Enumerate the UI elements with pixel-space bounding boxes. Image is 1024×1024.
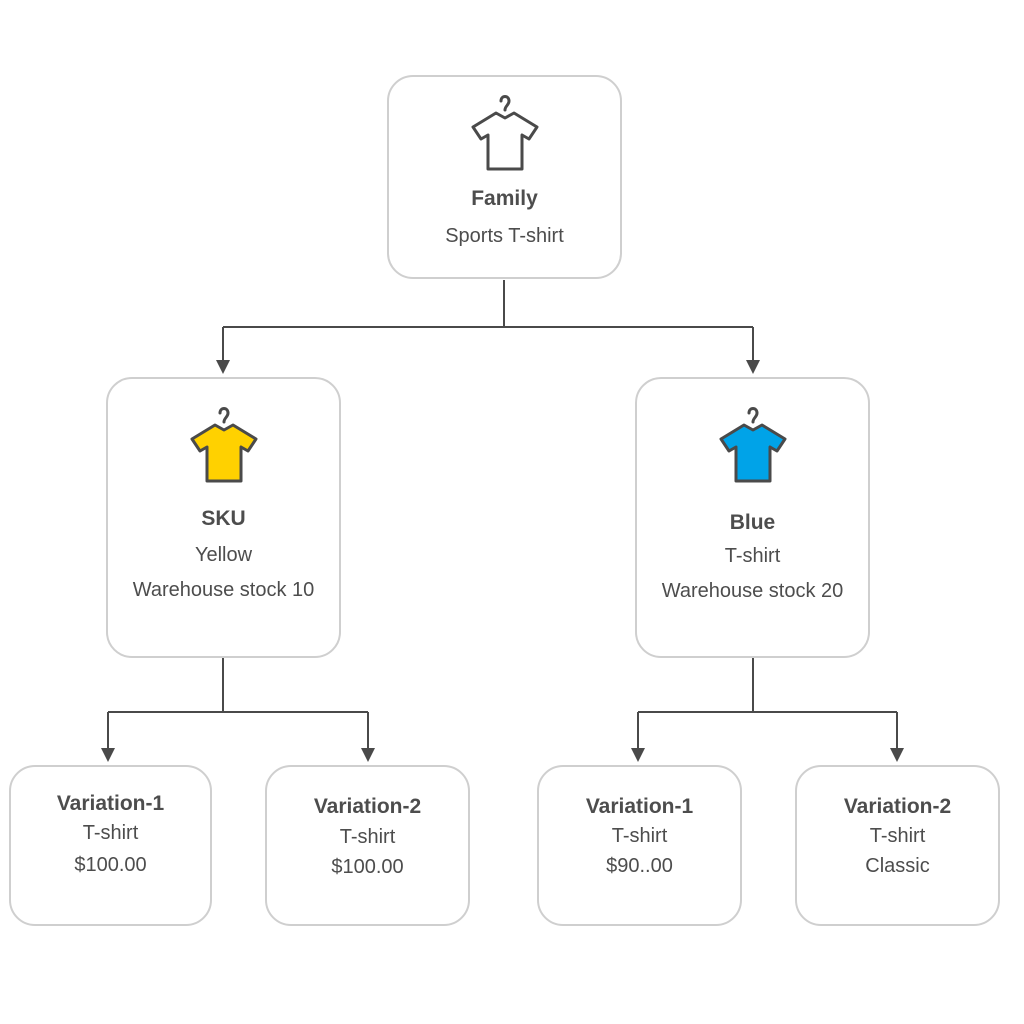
connector-sku-split <box>108 658 368 713</box>
variation-title: Variation-1 <box>585 795 694 818</box>
arrowhead-blue <box>746 360 760 374</box>
sku-shirt-fill <box>190 423 257 483</box>
connector-blue-split <box>638 658 897 713</box>
variation-title: Variation-2 <box>843 795 952 818</box>
tshirt-outline-icon <box>471 95 538 171</box>
variation-line2: $100.00 <box>331 856 404 878</box>
tshirt-blue-icon <box>719 407 786 483</box>
variation-title: Variation-2 <box>313 795 422 818</box>
arrowhead-v1-left <box>101 748 115 762</box>
variation-line1: T-shirt <box>869 825 926 847</box>
arrowhead-v1-right <box>631 748 645 762</box>
arrowhead-v2-right <box>890 748 904 762</box>
variation-line2: $100.00 <box>74 854 147 876</box>
variation-line1: T-shirt <box>611 825 668 847</box>
variation-line1: T-shirt <box>82 822 139 844</box>
blue-line1: T-shirt <box>724 545 781 567</box>
tshirt-yellow-icon <box>190 407 257 483</box>
sku-node[interactable]: SKU Yellow Warehouse stock 10 <box>106 377 341 658</box>
arrowhead-sku <box>216 360 230 374</box>
blue-title: Blue <box>729 511 776 534</box>
blue-line2: Warehouse stock 20 <box>661 580 844 602</box>
blue-node[interactable]: Blue T-shirt Warehouse stock 20 <box>635 377 870 658</box>
variation-line2: Classic <box>865 855 930 877</box>
variation-line1: T-shirt <box>339 826 396 848</box>
family-node[interactable]: Family Sports T-shirt <box>387 75 622 279</box>
blue-shirt-fill <box>719 423 786 483</box>
variation-node[interactable]: Variation-2 T-shirt $100.00 <box>265 765 470 926</box>
variation-line2: $90..00 <box>606 855 673 877</box>
variation-node[interactable]: Variation-1 T-shirt $90..00 <box>537 765 742 926</box>
family-shirt-fill <box>471 111 538 171</box>
arrowhead-v2-left <box>361 748 375 762</box>
family-subtitle: Sports T-shirt <box>445 225 564 247</box>
variation-node[interactable]: Variation-1 T-shirt $100.00 <box>9 765 212 926</box>
family-title: Family <box>471 187 538 210</box>
sku-line2: Warehouse stock 10 <box>132 579 315 601</box>
variation-node[interactable]: Variation-2 T-shirt Classic <box>795 765 1000 926</box>
connector-family-split <box>223 280 753 328</box>
variation-title: Variation-1 <box>56 792 165 815</box>
sku-title: SKU <box>201 507 246 530</box>
sku-line1: Yellow <box>194 544 253 566</box>
